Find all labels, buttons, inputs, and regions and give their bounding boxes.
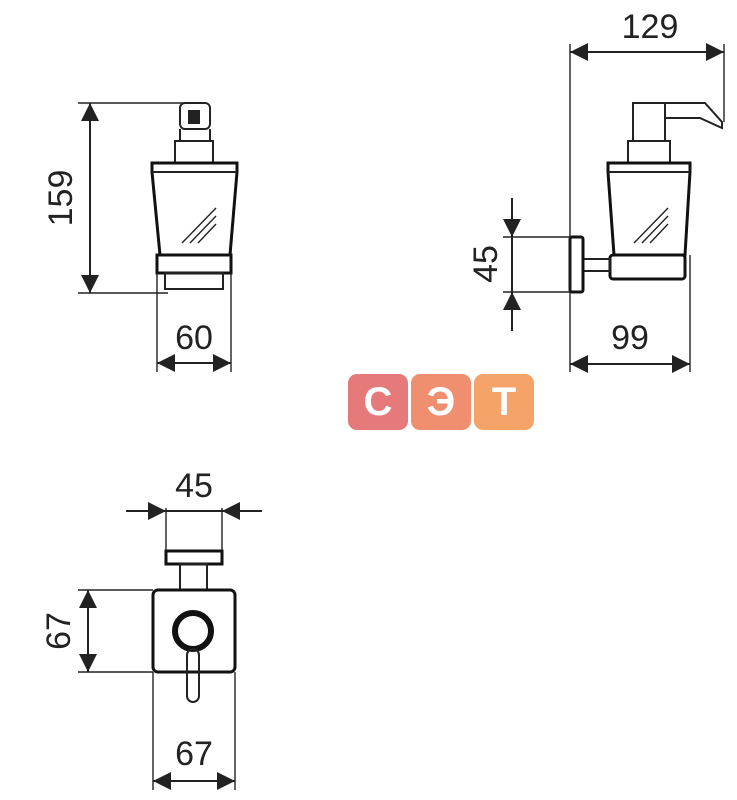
- front-width-label: 60: [175, 319, 213, 357]
- side-depth-label: 99: [611, 319, 649, 357]
- watermark-letter-1: С: [348, 374, 408, 430]
- front-view: 159 60: [42, 102, 239, 372]
- side-total-depth-label: 129: [622, 8, 679, 46]
- front-glass-container: [150, 161, 239, 257]
- watermark-letter-2: Э: [411, 374, 471, 430]
- bottom-top-width-label: 45: [175, 467, 213, 505]
- side-holder-ring: [608, 253, 687, 281]
- side-view: 129 45 99: [467, 8, 725, 373]
- bottom-lever: [186, 648, 200, 703]
- side-glass-container: [606, 161, 692, 257]
- side-mount-height-label: 45: [467, 245, 505, 283]
- side-pump-head: [632, 102, 666, 142]
- bottom-plate-height-label: 67: [40, 612, 78, 650]
- bottom-plate-width-label: 67: [175, 735, 213, 773]
- front-height-label: 159: [42, 170, 80, 227]
- side-pump-neck: [627, 140, 671, 164]
- bottom-view: 45 67 67: [40, 467, 262, 790]
- bottom-top-cap: [164, 549, 224, 566]
- bottom-knob: [172, 610, 214, 652]
- front-holder-ring: [155, 253, 233, 275]
- side-pump-spout: [665, 102, 723, 130]
- side-support-arm: [582, 258, 611, 272]
- side-wall-mount: [568, 235, 585, 294]
- watermark-letter-3: Т: [474, 374, 534, 430]
- front-pump-neck: [174, 140, 214, 164]
- bottom-wall-plate: [151, 588, 237, 674]
